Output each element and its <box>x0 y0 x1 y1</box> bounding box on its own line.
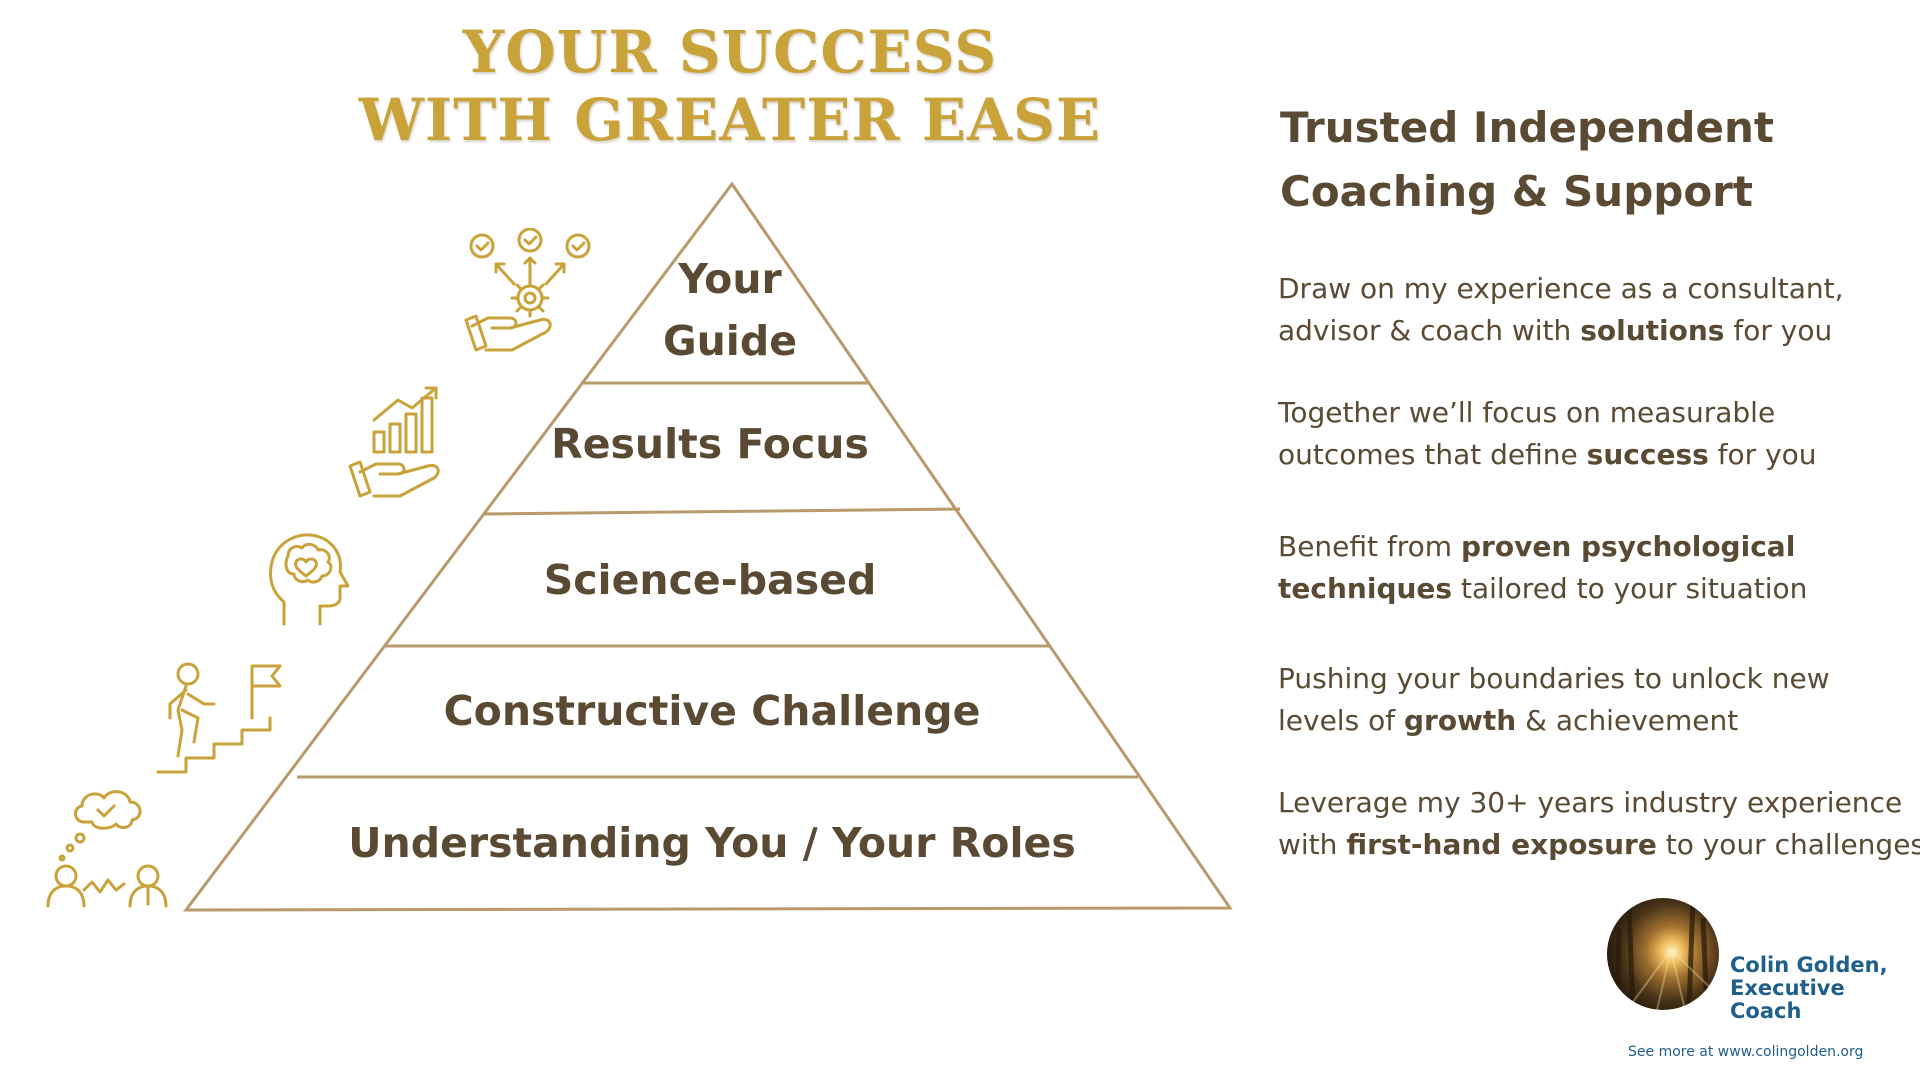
line: Leverage my 30+ years industry experienc… <box>1278 786 1903 819</box>
text: with <box>1278 828 1347 861</box>
hand-gear-checkmarks-icon <box>464 228 591 352</box>
line: Pushing your boundaries to unlock new <box>1278 662 1830 695</box>
benefit-solutions: Draw on my experience as a consultant, a… <box>1278 268 1918 352</box>
text: for you <box>1724 314 1833 347</box>
tier-label-science-based: Science-based <box>543 556 877 604</box>
line: Draw on my experience as a consultant, <box>1278 272 1844 305</box>
text: Benefit from <box>1278 530 1461 563</box>
line: outcomes that define success for you <box>1278 434 1918 476</box>
line: Together we’ll focus on measurable <box>1278 396 1776 429</box>
benefit-growth: Pushing your boundaries to unlock new le… <box>1278 658 1918 742</box>
highlight: techniques <box>1278 572 1453 605</box>
title-line-1: YOUR SUCCESS <box>462 18 998 86</box>
two-people-thought-bubble-icon <box>46 790 168 908</box>
text: levels of <box>1278 704 1404 737</box>
heading-line-1: Trusted Independent <box>1280 103 1774 152</box>
avatar <box>1607 898 1719 1010</box>
coach-name-line: Colin Golden, <box>1730 953 1888 977</box>
highlight: growth <box>1403 704 1517 737</box>
person-climbing-stairs-flag-icon <box>156 662 282 774</box>
tier-label-understanding-you: Understanding You / Your Roles <box>348 819 1076 867</box>
benefit-experience: Leverage my 30+ years industry experienc… <box>1278 782 1920 866</box>
highlight: solutions <box>1580 314 1725 347</box>
tier-label-line: Your <box>678 255 782 303</box>
line: Benefit from proven psychological <box>1278 526 1918 568</box>
line: with first-hand exposure to your challen… <box>1278 824 1920 866</box>
line: levels of growth & achievement <box>1278 700 1918 742</box>
text: for you <box>1708 438 1817 471</box>
text: advisor & coach with <box>1278 314 1581 347</box>
tier-label-your-guide: Your Guide <box>600 248 860 372</box>
tier-divider-2 <box>484 507 961 516</box>
text: to your challenges <box>1656 828 1920 861</box>
hand-growth-chart-icon <box>348 386 440 498</box>
text: outcomes that define <box>1278 438 1587 471</box>
website-link[interactable]: See more at www.colingolden.org <box>1628 1044 1864 1060</box>
forest-sunlight-image <box>1614 898 1718 1010</box>
highlight: success <box>1586 438 1709 471</box>
section-heading: Trusted Independent Coaching & Support <box>1280 96 1880 224</box>
page-title: YOUR SUCCESS WITH GREATER EASE <box>350 18 1110 154</box>
benefit-success: Together we’ll focus on measurable outco… <box>1278 392 1918 476</box>
highlight: first-hand exposure <box>1346 828 1657 861</box>
text: & achievement <box>1516 704 1739 737</box>
heading-line-2: Coaching & Support <box>1280 167 1753 216</box>
line: advisor & coach with solutions for you <box>1278 310 1918 352</box>
title-line-2: WITH GREATER EASE <box>358 86 1102 154</box>
head-brain-heart-icon <box>269 533 350 626</box>
coach-name-line: Executive <box>1730 976 1845 1000</box>
highlight: proven psychological <box>1460 530 1796 563</box>
benefit-techniques: Benefit from proven psychological techni… <box>1278 526 1918 610</box>
pyramid-outline <box>182 181 1233 912</box>
line: techniques tailored to your situation <box>1278 568 1918 610</box>
tier-label-constructive-challenge: Constructive Challenge <box>443 687 981 735</box>
tier-label-results-focus: Results Focus <box>551 420 869 468</box>
text: tailored to your situation <box>1452 572 1808 605</box>
tier-label-line: Guide <box>662 317 798 365</box>
coach-name-line: Coach <box>1730 999 1802 1023</box>
coach-name: Colin Golden, Executive Coach <box>1730 954 1920 1023</box>
